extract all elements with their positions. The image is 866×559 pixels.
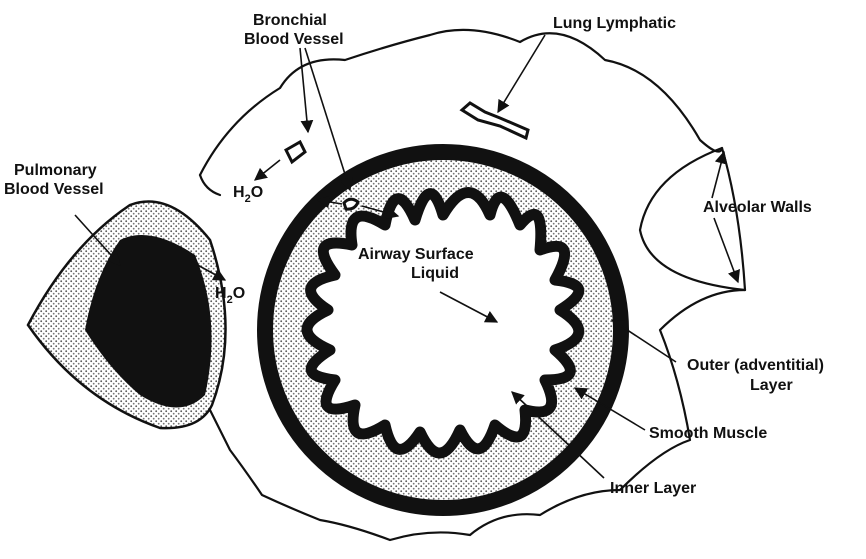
label-alveolar-walls: Alveolar Walls (703, 199, 812, 216)
lung-lymphatic (462, 103, 528, 138)
label-lung-lymphatic: Lung Lymphatic (553, 15, 676, 32)
label-outer-line2: Layer (750, 377, 793, 394)
label-inner-layer: Inner Layer (610, 480, 696, 497)
bronchial-arrow-1 (300, 48, 308, 132)
label-bronchial-line2: Blood Vessel (244, 31, 344, 48)
label-airway-line2: Liquid (411, 265, 459, 282)
lymphatic-arrow (498, 35, 545, 112)
label-smooth-muscle: Smooth Muscle (649, 425, 767, 442)
alveolar-arrow-down (714, 218, 738, 282)
alveolar-arrow-up (712, 152, 724, 198)
label-h2o-top: H2O (233, 184, 263, 205)
bronchial-arrow-2 (305, 48, 350, 190)
bronchial-h2o-arrow (255, 160, 280, 180)
label-bronchial-line1: Bronchial (253, 12, 327, 29)
label-pulmonary-line1: Pulmonary (14, 162, 97, 179)
label-outer-line1: Outer (adventitial) (687, 357, 824, 374)
bronchial-vessel-1 (286, 142, 305, 162)
bronchial-vessel-2 (344, 199, 358, 209)
label-airway-line1: Airway Surface (358, 246, 474, 263)
label-pulmonary-line2: Blood Vessel (4, 181, 104, 198)
